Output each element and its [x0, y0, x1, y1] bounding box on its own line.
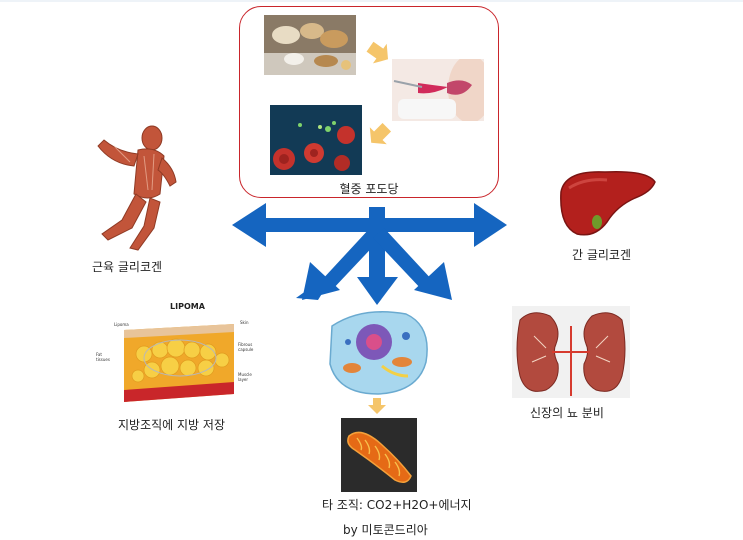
kidney-image	[512, 306, 630, 398]
muscle-body-image	[97, 125, 177, 251]
cell-image	[329, 311, 428, 395]
right-diagonal-arrow-bar	[373, 228, 434, 291]
top-border	[0, 0, 743, 2]
left-diagonal-arrow-bar	[320, 228, 381, 291]
muscle-glycogen-label: 근육 글리코겐	[92, 260, 163, 274]
callout-skin: Skin	[240, 320, 249, 325]
other-tissue-label: 타 조직: CO2+H2O+에너지	[322, 498, 472, 512]
liver-glycogen-label: 간 글리코겐	[572, 248, 632, 262]
right-diagonal-arrowhead	[414, 262, 452, 300]
fat-storage-label: 지방조직에 지방 저장	[118, 418, 225, 432]
mitochondria-image	[341, 418, 417, 492]
fat-tissue-image	[124, 324, 234, 402]
right-arrowhead	[474, 203, 507, 247]
callout-lipoma: Lipoma	[114, 322, 129, 327]
blood-glucose-box: 혈중 포도당	[239, 6, 499, 198]
food-image	[264, 15, 356, 75]
vertical-arrow-stem	[369, 207, 385, 281]
mitochondria-label: by 미토콘드리아	[343, 523, 428, 537]
down-small-arrow-icon	[368, 398, 386, 414]
blood-glucose-label: 혈중 포도당	[339, 182, 399, 196]
lipoma-diagram: LIPOMA Lipoma Fat tissues Skin Fibrous c…	[96, 302, 264, 410]
mouth-image	[392, 59, 484, 121]
callout-fibrous-capsule: Fibrous capsule	[238, 342, 254, 352]
liver-image	[560, 170, 656, 236]
left-arrowhead	[232, 203, 266, 247]
callout-fat-tissues: Fat tissues	[96, 352, 110, 362]
callout-muscle-layer: Muscle layer	[238, 372, 252, 382]
lipoma-title: LIPOMA	[170, 302, 205, 311]
small-arrow-icon	[366, 41, 389, 64]
down-arrowhead	[357, 277, 398, 305]
small-arrow-icon	[369, 123, 392, 145]
blood-cells-image	[270, 105, 362, 175]
kidney-urine-label: 신장의 뇨 분비	[530, 406, 604, 420]
